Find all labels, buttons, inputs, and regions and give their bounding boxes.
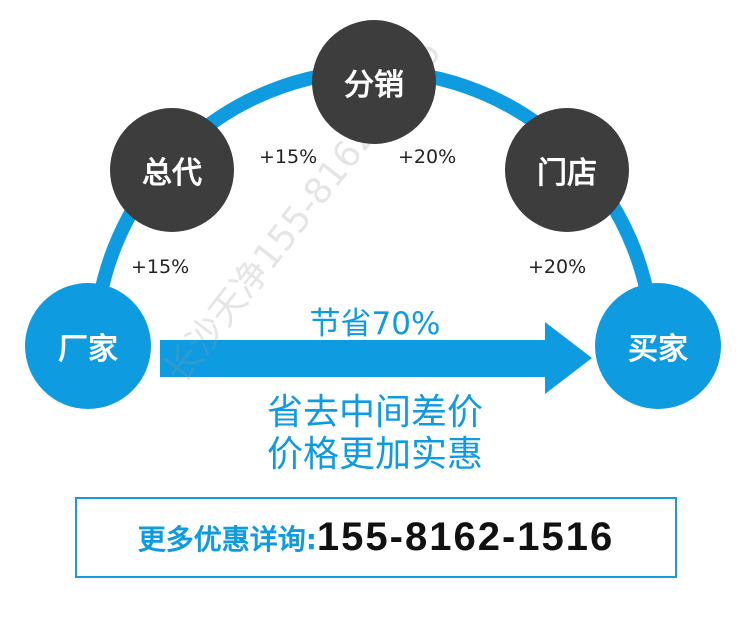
node-buyer: 买家 [595, 283, 721, 409]
markup-distributor-store: +20% [398, 146, 457, 168]
savings-arrow [160, 322, 592, 394]
contact-label: 更多优惠详询: [137, 522, 317, 556]
node-distributor: 分销 [312, 20, 436, 144]
node-factory: 厂家 [25, 283, 151, 409]
node-general-agent: 总代 [110, 108, 234, 232]
markup-store-buyer: +20% [528, 256, 587, 278]
contact-box: 更多优惠详询: 155-8162-1516 [75, 497, 677, 578]
slogan-line-1: 省去中间差价 [266, 392, 483, 433]
slogan-line-2: 价格更加实惠 [266, 434, 483, 475]
markup-factory-agent: +15% [131, 256, 190, 278]
markup-agent-distributor: +15% [259, 146, 318, 168]
savings-label: 节省70% [309, 306, 441, 342]
node-store: 门店 [505, 108, 629, 232]
contact-phone: 155-8162-1516 [316, 515, 615, 559]
